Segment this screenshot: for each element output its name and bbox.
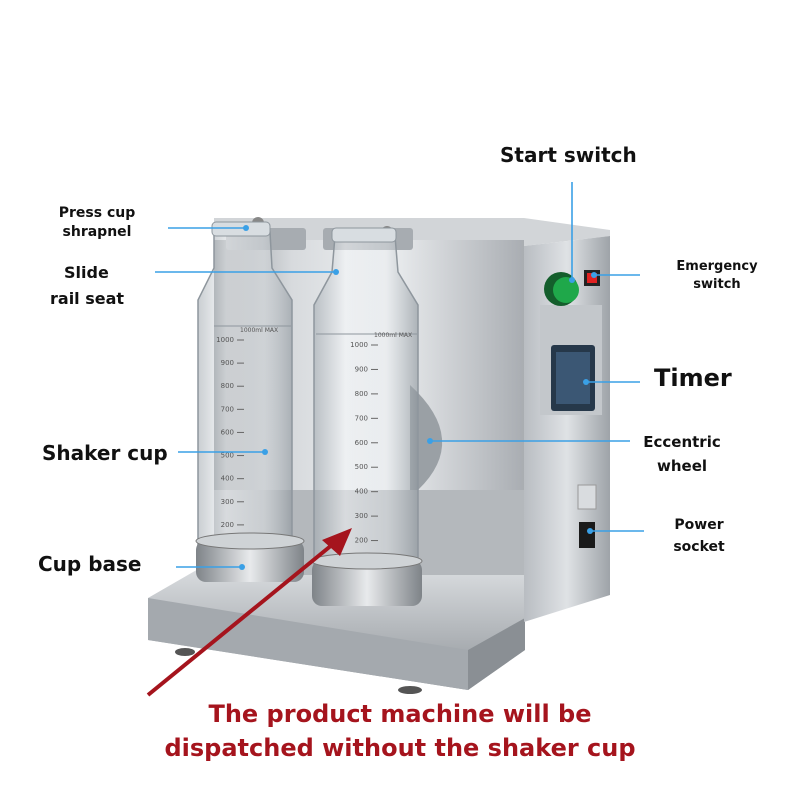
cup-scale-label: 800 [221, 382, 234, 390]
cup-scale-max-label: 1000ml MAX [374, 332, 412, 339]
label-line: wheel [656, 457, 708, 475]
label-eccentric-wheel: Eccentric wheel [632, 430, 732, 478]
label-cup-base: Cup base [38, 552, 142, 576]
cup-scale-label: 700 [355, 414, 368, 422]
shaker-cup-right: 1000ml MAX100090080070060050040030020010… [313, 227, 419, 569]
cup-base-right [311, 552, 423, 606]
callout-lines [155, 182, 644, 570]
cup-scale-label: 600 [221, 428, 234, 436]
label-power-socket: Power socket [654, 514, 744, 559]
label-timer: Timer [654, 364, 732, 392]
cup-scale-label: 600 [355, 439, 368, 447]
label-line: Slide [64, 263, 109, 282]
cup-scale-max-label: 1000ml MAX [240, 327, 278, 334]
note-line: The product machine will be [208, 700, 592, 728]
arrow-icon [146, 528, 352, 697]
label-line: switch [693, 276, 741, 292]
cup-scale-label: 400 [221, 475, 234, 483]
label-line: Emergency [676, 259, 758, 274]
cup-scale-label: 400 [355, 488, 368, 496]
cup-scale-label: 300 [221, 498, 234, 506]
label-start-switch: Start switch [500, 143, 637, 167]
cup-scale-label: 300 [355, 512, 368, 520]
cup-scale-label: 500 [221, 452, 234, 460]
label-line: Eccentric [643, 433, 721, 451]
cup-scale-label: 900 [355, 365, 368, 373]
label-line: Power [674, 517, 724, 533]
label-line: shrapnel [62, 223, 132, 240]
cup-scale-label: 1000 [350, 341, 368, 349]
label-line: rail seat [50, 288, 125, 308]
cup-scale-label: 900 [221, 359, 234, 367]
note-line: dispatched without the shaker cup [164, 733, 636, 762]
label-shaker-cup: Shaker cup [42, 441, 168, 465]
base-plate [148, 568, 525, 694]
label-line: socket [673, 539, 725, 556]
label-line: Press cup [58, 205, 136, 221]
cup-scale-label: 200 [221, 521, 234, 529]
label-slide-rail-seat: Slide rail seat [50, 260, 124, 311]
cup-scale-label: 1000 [216, 336, 234, 344]
cup-scale-label: 200 [355, 537, 368, 545]
cup-scale-label: 800 [355, 390, 368, 398]
cup-scale-label: 700 [221, 405, 234, 413]
cup-base-left [195, 532, 305, 582]
shaker-cup-left: 1000ml MAX100090080070060050040030020010… [197, 221, 293, 552]
power-socket [579, 522, 595, 548]
dispatch-note: The product machine will be dispatched w… [0, 698, 800, 765]
label-emergency-switch: Emergency switch [662, 258, 772, 293]
cup-scale-label: 500 [355, 463, 368, 471]
label-press-cup-shrapnel: Press cup shrapnel [52, 204, 142, 242]
